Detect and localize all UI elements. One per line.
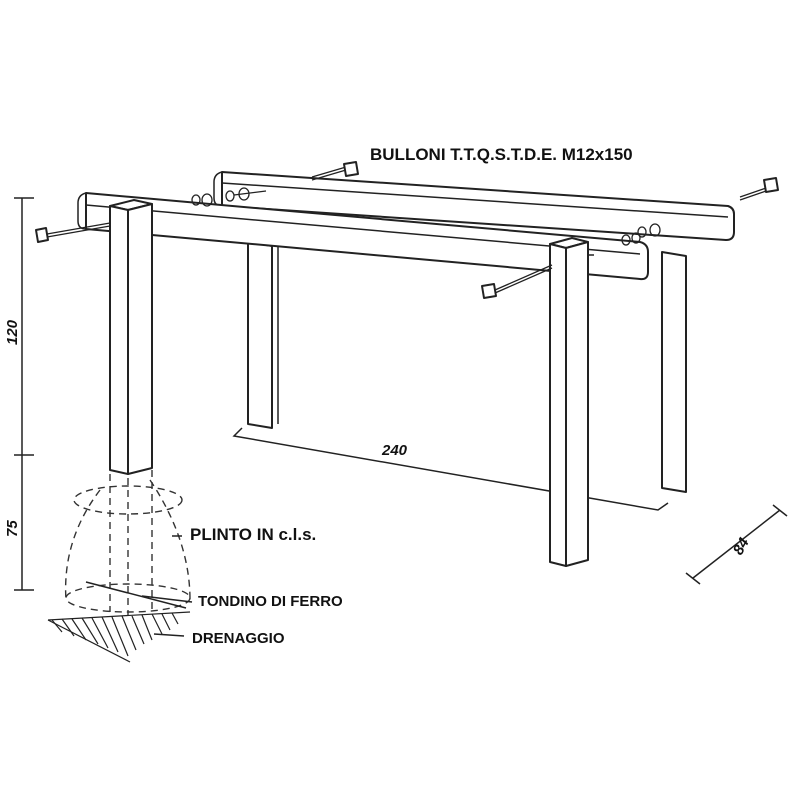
leader-lines: [141, 535, 193, 637]
depth-dimension-value: 75: [4, 520, 21, 537]
bolts: [35, 161, 779, 299]
rebar-leader: [141, 595, 193, 603]
drainage-leader: [153, 633, 185, 637]
bolt-icon: [481, 232, 641, 299]
back-legs: [247, 241, 687, 493]
front-left-leg: [127, 203, 153, 475]
height-dimension-value: 120: [4, 319, 21, 345]
footing-label: PLINTO IN c.l.s.: [190, 525, 316, 544]
rebar-label: TONDINO DI FERRO: [198, 593, 343, 610]
front-legs: [109, 199, 594, 567]
rebar-rod: [85, 581, 187, 609]
bolt-icon: [637, 177, 779, 238]
width-dimension-line: [692, 509, 781, 579]
width-tick-b: [772, 504, 788, 517]
bolt-icon: [35, 193, 213, 243]
length-dimension-value: 240: [381, 442, 408, 459]
bolts-label: BULLONI T.T.Q.S.T.D.E. M12x150: [370, 145, 633, 164]
concrete-footing: [64, 470, 191, 616]
front-rail: [77, 192, 649, 281]
width-dimension-value: 84: [730, 534, 753, 558]
dimension-lines: [14, 197, 788, 591]
length-dimension-line: [232, 427, 669, 511]
front-right-leg: [565, 241, 589, 567]
back-rail-body: [221, 171, 735, 241]
back-rail: [213, 171, 735, 241]
drainage-hatch: [47, 611, 191, 663]
width-tick-a: [685, 572, 701, 585]
back-right-leg: [661, 251, 687, 493]
drainage-label: DRENAGGIO: [192, 630, 285, 647]
back-left-leg: [247, 241, 273, 429]
front-rail-body: [85, 192, 649, 281]
bolt-icon: [225, 161, 359, 202]
